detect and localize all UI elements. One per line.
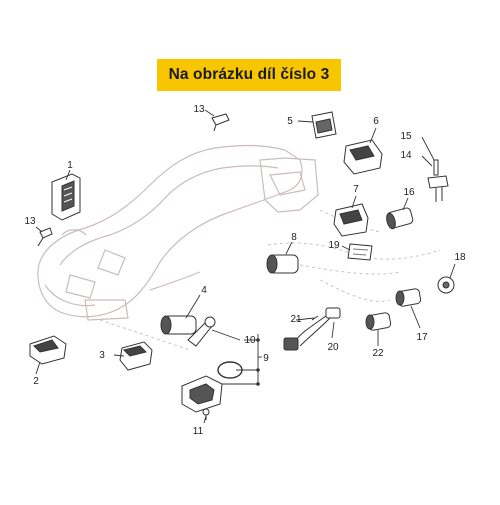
callout-13: 13 — [193, 104, 205, 115]
callout-5: 5 — [287, 116, 293, 127]
part-5-cover-plate — [311, 111, 337, 139]
callout-8: 8 — [291, 232, 297, 243]
part-8-socket — [266, 254, 299, 274]
callout-21: 21 — [290, 314, 302, 325]
part-10-key — [187, 316, 216, 347]
handlebar-cover-outline — [37, 144, 319, 321]
callout-18: 18 — [454, 252, 466, 263]
callout-3: 3 — [99, 350, 105, 361]
part-14-15-sensor — [427, 159, 449, 202]
callout-17: 17 — [416, 332, 428, 343]
connection-lines — [99, 209, 441, 351]
callout-14: 14 — [400, 150, 412, 161]
part-4-ignition-unit — [160, 315, 197, 335]
part-13-screw-top — [211, 113, 230, 132]
part-2-switch — [29, 335, 67, 365]
callout-6: 6 — [373, 116, 379, 127]
part-1-switch-block — [51, 173, 81, 221]
callout-numbers: 1 2 3 4 5 6 7 8 9 10 11 13 13 14 15 16 17 18 19 20 21 22 — [24, 104, 466, 437]
part-11-bolt — [202, 408, 210, 420]
part-3-switch — [119, 341, 153, 371]
callout-20: 20 — [327, 342, 339, 353]
callout-1: 1 — [67, 160, 73, 171]
bracket-dots — [256, 338, 260, 386]
callout-4: 4 — [201, 285, 207, 296]
part-16-connector — [386, 207, 414, 230]
part-20-21-wiring-harness — [283, 307, 341, 351]
part-22-connector — [365, 312, 392, 331]
callout-9: 9 — [263, 353, 269, 364]
part-19-label-plate — [347, 243, 373, 261]
callout-11: 11 — [193, 426, 204, 437]
part-7-switch — [333, 203, 369, 237]
callout-7: 7 — [353, 184, 359, 195]
callout-15: 15 — [400, 131, 412, 142]
callout-2: 2 — [33, 376, 39, 387]
part-18-round-cap — [437, 276, 455, 294]
part-13-screw-left — [37, 227, 53, 247]
part-9-lock-assembly — [181, 361, 243, 413]
callout-16: 16 — [403, 187, 415, 198]
part-6-rocker-switch — [343, 139, 383, 175]
callout-19: 19 — [328, 240, 340, 251]
callout-10: 10 — [244, 335, 256, 346]
part-number-banner: Na obrázku díl číslo 3 — [157, 59, 341, 91]
leader-lines — [35, 109, 456, 424]
callout-22: 22 — [372, 348, 384, 359]
callout-13: 13 — [24, 216, 36, 227]
part-17-connector — [395, 288, 422, 307]
